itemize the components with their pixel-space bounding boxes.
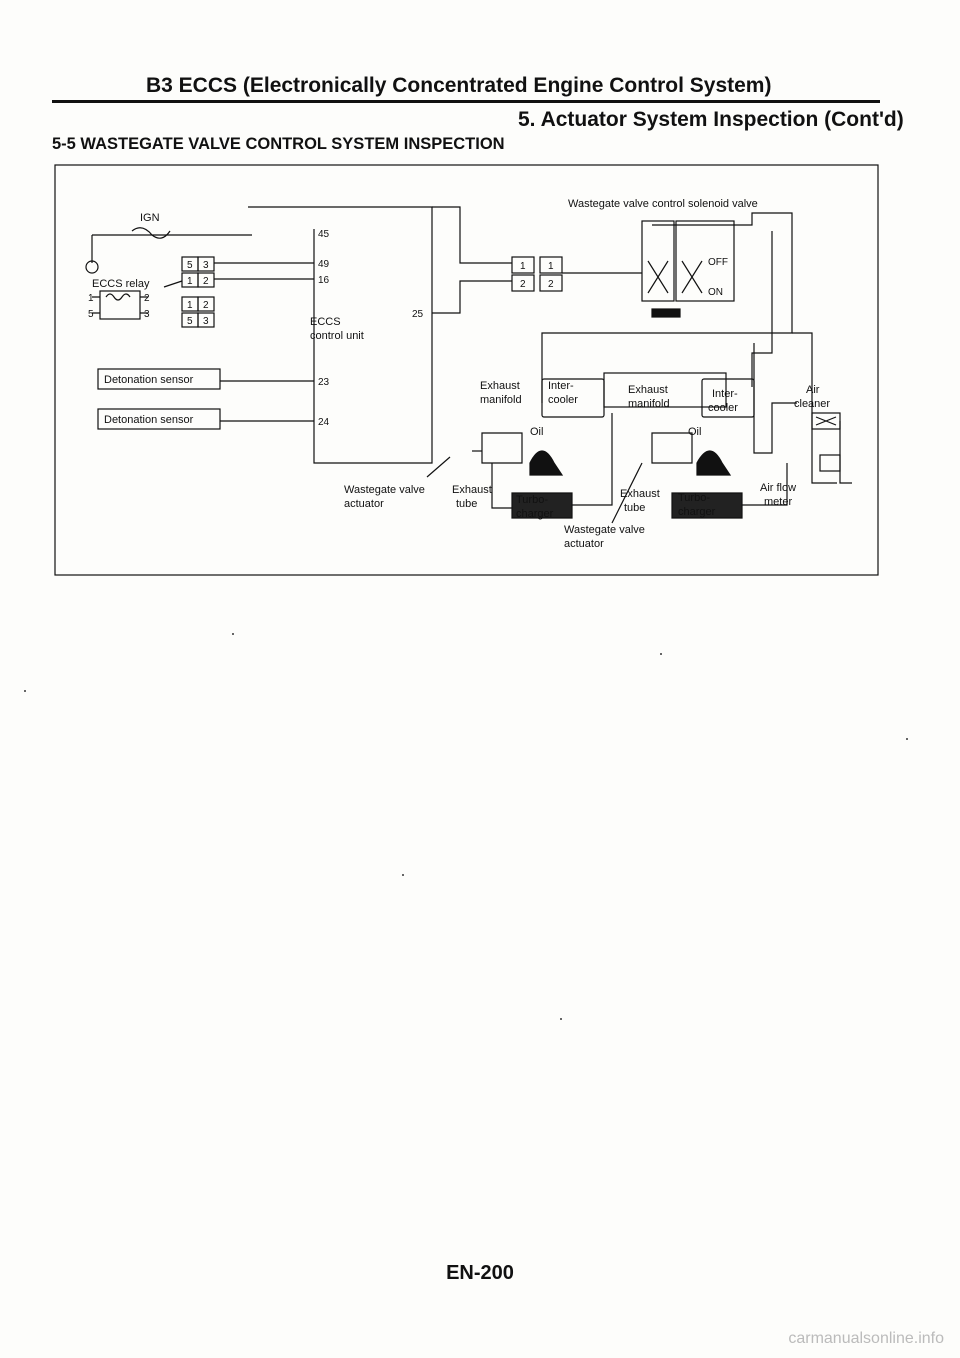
svg-text:1: 1 (187, 300, 193, 311)
solenoid-valve-label: Wastegate valve control solenoid valve (568, 198, 758, 210)
svg-text:cooler: cooler (708, 402, 738, 414)
terminal-45: 45 (318, 229, 330, 240)
detonation-sensor-box-1 (97, 368, 221, 390)
page-number: EN-200 (446, 1262, 514, 1284)
svg-text:Air: Air (806, 384, 820, 396)
svg-text:cooler: cooler (548, 394, 578, 406)
terminal-49: 49 (318, 259, 330, 270)
terminal-23: 23 (318, 377, 330, 388)
svg-text:Exhaust: Exhaust (620, 488, 660, 500)
svg-text:3: 3 (203, 316, 209, 327)
svg-text:1: 1 (520, 261, 526, 272)
svg-text:Air flow: Air flow (760, 482, 796, 494)
svg-text:Exhaust: Exhaust (452, 484, 492, 496)
eccs-relay-label: ECCS relay (92, 278, 150, 290)
svg-text:tube: tube (624, 502, 645, 514)
svg-text:Exhaust: Exhaust (480, 380, 520, 392)
svg-text:manifold: manifold (628, 398, 670, 410)
svg-text:1: 1 (88, 293, 94, 304)
terminal-24: 24 (318, 417, 330, 428)
off-label: OFF (708, 257, 728, 268)
solenoid-left (641, 220, 675, 302)
svg-text:Inter-: Inter- (712, 388, 738, 400)
ign-label: IGN (140, 212, 160, 224)
ecu-box (248, 206, 433, 464)
svg-text:Wastegate valve: Wastegate valve (344, 484, 425, 496)
header-rule (52, 100, 880, 103)
section-heading: 5-5 WASTEGATE VALVE CONTROL SYSTEM INSPE… (52, 135, 505, 153)
svg-text:Turbo-: Turbo- (678, 492, 710, 504)
svg-text:5: 5 (187, 260, 193, 271)
turbocharger-right (671, 492, 743, 519)
svg-text:Inter-: Inter- (548, 380, 574, 392)
svg-text:2: 2 (520, 279, 526, 290)
svg-text:5: 5 (88, 309, 94, 320)
ecu-label: ECCS (310, 316, 341, 328)
turbocharger-left (511, 492, 573, 519)
svg-text:1: 1 (548, 261, 554, 272)
page-title: B3 ECCS (Electronically Concentrated Eng… (146, 74, 772, 97)
diagram-frame (54, 164, 879, 576)
on-label: ON (708, 287, 723, 298)
watermark: carmanualsonline.info (788, 1330, 944, 1347)
svg-text:2: 2 (203, 300, 209, 311)
terminal-16: 16 (318, 275, 330, 286)
ign-terminal-icon (85, 260, 99, 274)
svg-text:Exhaust: Exhaust (628, 384, 668, 396)
svg-text:2: 2 (144, 293, 150, 304)
svg-text:2: 2 (203, 276, 209, 287)
svg-text:5: 5 (187, 316, 193, 327)
exhaust-manifold-box-2 (603, 372, 727, 408)
page-subtitle: 5. Actuator System Inspection (Cont'd) (518, 108, 904, 131)
relay-symbol (99, 290, 141, 320)
detonation-sensor-label-2: Detonation sensor (104, 414, 194, 426)
svg-text:manifold: manifold (480, 394, 522, 406)
air-flow-meter (819, 454, 841, 472)
svg-text:Turbo-: Turbo- (516, 494, 548, 506)
svg-text:meter: meter (764, 496, 792, 508)
svg-text:cleaner: cleaner (794, 398, 830, 410)
svg-text:actuator: actuator (344, 498, 384, 510)
solenoid-right (675, 220, 735, 302)
svg-text:charger: charger (678, 506, 716, 518)
ecu-label-2: control unit (310, 330, 364, 342)
svg-text:tube: tube (456, 498, 477, 510)
detonation-sensor-box-2 (97, 408, 221, 430)
fuse-icon (131, 227, 171, 239)
svg-text:1: 1 (187, 276, 193, 287)
svg-text:3: 3 (203, 260, 209, 271)
svg-text:Wastegate valve: Wastegate valve (564, 524, 645, 536)
svg-text:3: 3 (144, 309, 150, 320)
oil-label-1: Oil (530, 426, 543, 438)
oil-label-2: Oil (688, 426, 701, 438)
detonation-sensor-label-1: Detonation sensor (104, 374, 194, 386)
wastegate-control-diagram: IGN ECCS relay 1 2 5 3 5 3 1 2 1 2 5 3 D… (54, 164, 879, 576)
svg-text:actuator: actuator (564, 538, 604, 550)
svg-text:charger: charger (516, 508, 554, 520)
svg-text:2: 2 (548, 279, 554, 290)
terminal-25: 25 (412, 309, 424, 320)
